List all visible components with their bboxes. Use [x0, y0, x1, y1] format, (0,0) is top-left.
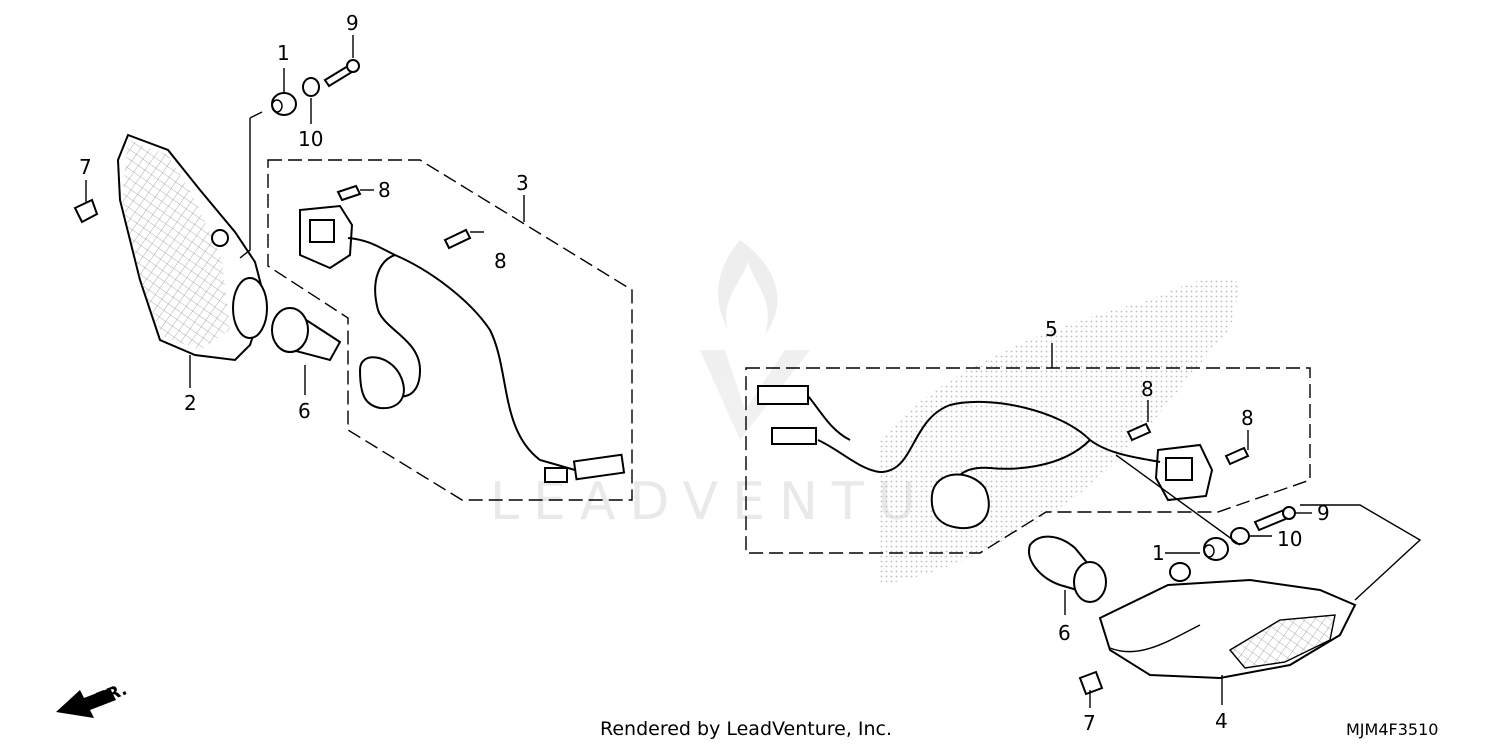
callout-right-9: 9	[1317, 501, 1330, 525]
screw-9-right	[1253, 504, 1422, 601]
front-direction-arrow: FR.	[56, 680, 130, 718]
diagram-code: MJM4F3510	[1346, 720, 1439, 739]
grommet-1-right	[1165, 537, 1229, 561]
callout-left-7: 7	[79, 155, 92, 179]
callout-right-4: 4	[1215, 709, 1228, 733]
turn-signal-housing-right	[1098, 562, 1357, 705]
callout-right-10: 10	[1277, 527, 1302, 551]
socket-connector-right	[1126, 422, 1250, 502]
screw-7-left	[73, 180, 99, 224]
callout-left-1: 1	[277, 41, 290, 65]
leader-lines-right	[1115, 400, 1249, 546]
watermark-logo	[700, 240, 810, 440]
turn-signal-housing-left	[116, 133, 268, 388]
group-outline-right-wiring	[745, 343, 1311, 554]
callout-left-9: 9	[346, 11, 359, 35]
socket-connector-left	[299, 184, 472, 270]
callout-right-8a: 8	[1141, 377, 1154, 401]
washer-10-left	[302, 77, 320, 124]
wiring-harness-right	[757, 385, 1161, 530]
bulb-6-right	[1028, 535, 1107, 615]
callout-right-8b: 8	[1241, 406, 1254, 430]
group-outline-left-wiring	[267, 159, 633, 501]
screw-7-right	[1078, 670, 1104, 708]
callout-left-8a: 8	[378, 178, 391, 202]
bulb-6-left	[271, 307, 342, 395]
washer-10-right	[1230, 527, 1272, 545]
screw-9-left	[323, 35, 360, 88]
wiring-harness-left	[347, 237, 626, 483]
callout-right-7: 7	[1083, 711, 1096, 735]
callout-left-3: 3	[516, 171, 529, 195]
callout-right-1: 1	[1152, 541, 1165, 565]
callout-left-10: 10	[298, 127, 323, 151]
grommet-1-left	[239, 68, 297, 259]
callout-left-6: 6	[298, 399, 311, 423]
leader-lines-left	[360, 189, 484, 233]
callout-numbers: 1 9 10 7 8 8 3 2 6 5 8 8 9 10 1 6 7 4	[79, 11, 1330, 735]
callout-left-8b: 8	[494, 249, 507, 273]
rendered-by-credit: Rendered by LeadVenture, Inc.	[600, 718, 893, 740]
callout-left-2: 2	[184, 391, 197, 415]
callout-right-5: 5	[1045, 317, 1058, 341]
front-label: FR.	[93, 680, 130, 710]
callout-right-6: 6	[1058, 621, 1071, 645]
